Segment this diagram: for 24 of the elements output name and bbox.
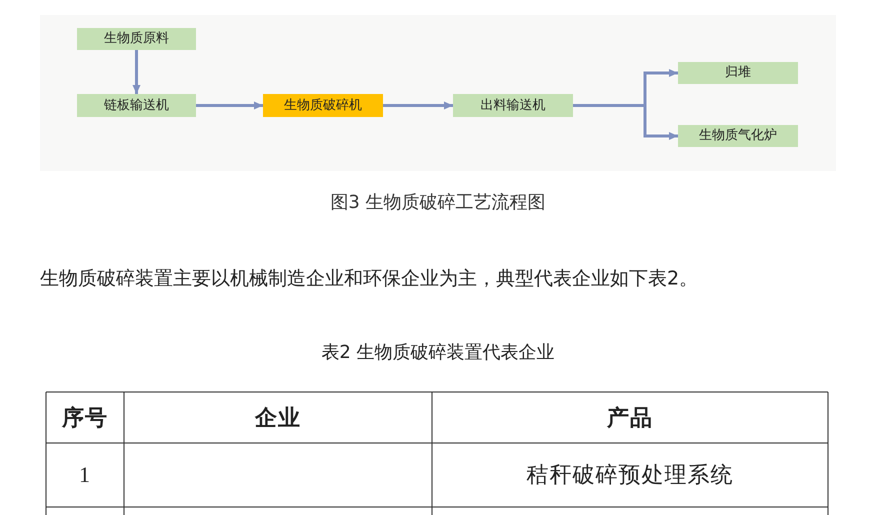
column-header: 企业 (255, 404, 301, 431)
row-number: 1 (79, 462, 91, 488)
arrow (383, 102, 453, 110)
box-label: 生物质原料 (104, 31, 169, 47)
body-paragraph: 生物质破碎装置主要以机械制造企业和环保企业为主，典型代表企业如下表2。 (40, 268, 698, 290)
process-box (678, 125, 798, 147)
table-title: 表2 生物质破碎装置代表企业 (321, 342, 555, 364)
process-box (77, 28, 196, 50)
process-box (678, 62, 798, 84)
arrow (573, 104, 678, 140)
box-label: 生物质破碎机 (284, 98, 362, 114)
figure-caption: 图3 生物质破碎工艺流程图 (330, 192, 546, 214)
box-label: 生物质气化炉 (699, 128, 777, 144)
process-box (77, 94, 196, 117)
table-text: 秸秆破碎预处理系统 (526, 462, 734, 488)
column-header: 产品 (607, 404, 653, 431)
process-box (263, 94, 383, 117)
box-label: 链板输送机 (104, 98, 169, 114)
arrow (196, 102, 263, 110)
arrow (132, 50, 140, 94)
column-header: 序号 (62, 404, 108, 431)
box-label: 归堆 (725, 65, 751, 81)
process-box (453, 94, 573, 117)
box-label: 出料输送机 (480, 98, 546, 114)
